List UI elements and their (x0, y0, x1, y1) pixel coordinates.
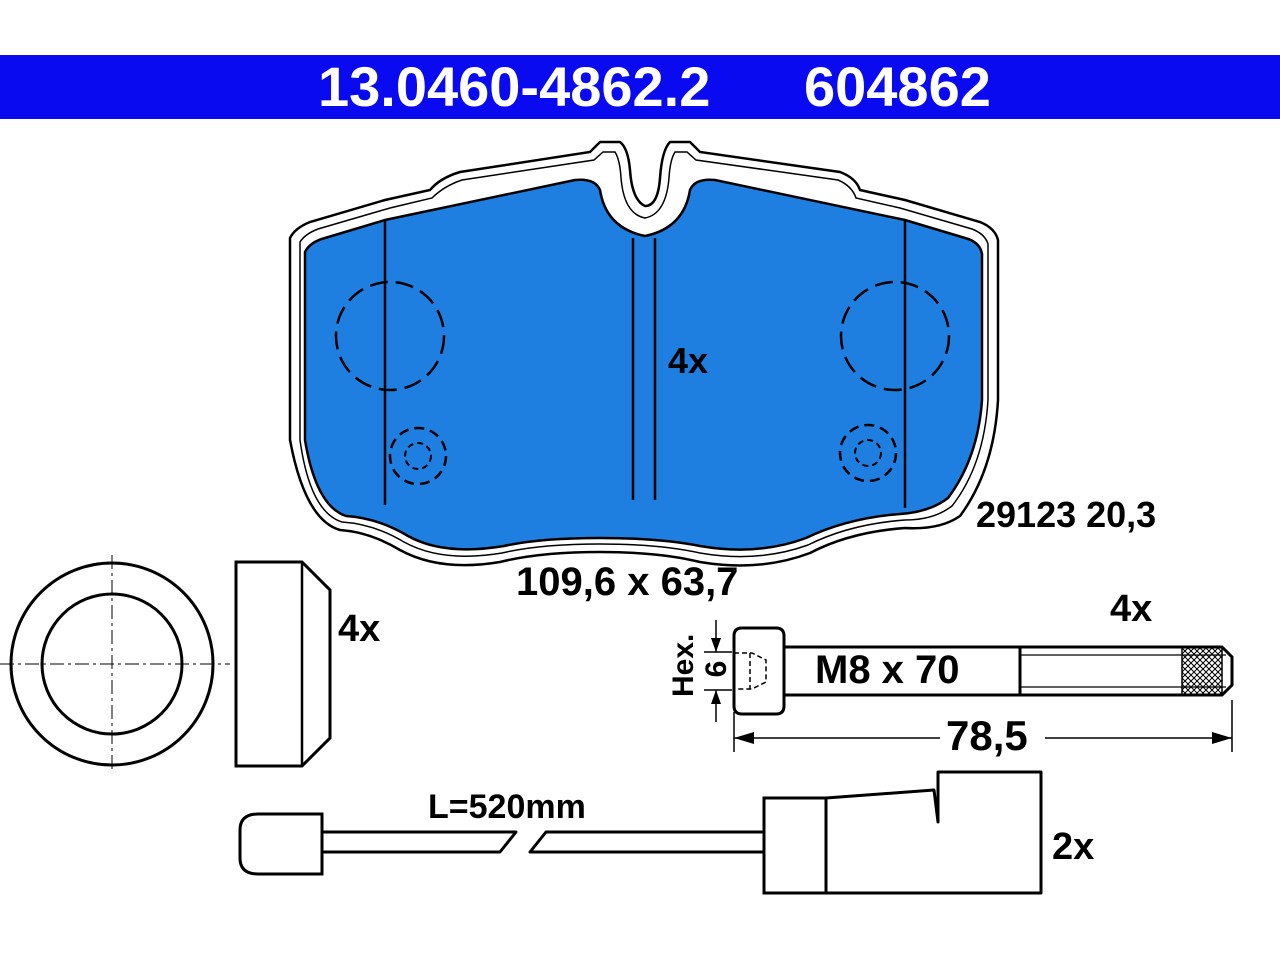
sleeve-side-view (234, 560, 332, 768)
hidden-circle-small-right-outer (838, 423, 898, 483)
sensor-cable-right (528, 830, 766, 854)
bolt-length: 78,5 (946, 712, 1028, 759)
sleeve-quantity: 4x (338, 608, 381, 650)
pad-friction-lining (303, 178, 984, 551)
pad-dimensions: 109,6 x 63,7 (516, 560, 739, 604)
sensor-length: L=520mm (428, 788, 586, 826)
pad-quantity: 4x (668, 340, 709, 381)
hidden-circle-small-left-inner (404, 442, 432, 470)
bolt-head (732, 626, 786, 716)
bolt-quantity: 4x (1110, 588, 1153, 630)
sensor-connector-plug (824, 770, 1043, 895)
bolt-hex-socket (734, 652, 767, 690)
hex-label: Hex. (667, 633, 700, 697)
sensor-cable-left (322, 830, 518, 854)
sensor-connector-body (762, 796, 828, 895)
hidden-circle-large-left (334, 280, 446, 392)
hidden-circle-small-left-outer (388, 426, 448, 486)
header-bar: 13.0460-4862.2 604862 (0, 55, 1280, 119)
pad-wva-code: 29123 20,3 (976, 494, 1157, 535)
hex-size: 6 (700, 660, 733, 678)
length-dim-arrow-left (734, 732, 754, 744)
bolt-knurled-end (1181, 646, 1223, 696)
part-number: 13.0460-4862.2 (318, 55, 711, 118)
sensor-quantity: 2x (1052, 826, 1095, 868)
hex-dim-arrow-top (711, 638, 721, 652)
hidden-circle-small-right-inner (854, 439, 882, 467)
hidden-circle-large-right (839, 280, 951, 392)
length-dim-arrow-right (1212, 732, 1232, 744)
sensor-probe-head (238, 812, 324, 876)
bolt-shank (782, 645, 1022, 697)
pad-backing-plate-inner (299, 151, 989, 558)
hex-dim-arrow-bottom (711, 690, 721, 704)
ref-number: 604862 (804, 55, 991, 118)
bolt-thread-label: M8 x 70 (815, 648, 960, 692)
